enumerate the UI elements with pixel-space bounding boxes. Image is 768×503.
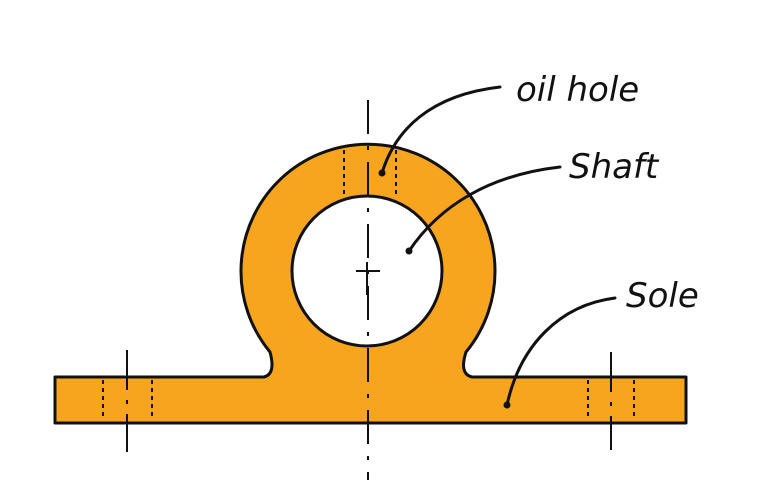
right-bolt-hole-hidden-lines xyxy=(587,380,635,420)
leader-shaft xyxy=(405,165,562,255)
label-sole: Sole xyxy=(626,276,699,316)
leader-oil-hole xyxy=(378,85,502,177)
label-shaft: Shaft xyxy=(569,147,660,187)
leader-sole xyxy=(503,296,617,409)
label-oil-hole: oil hole xyxy=(516,70,639,110)
left-bolt-hole-hidden-lines xyxy=(102,380,153,420)
center-lines xyxy=(126,100,612,480)
